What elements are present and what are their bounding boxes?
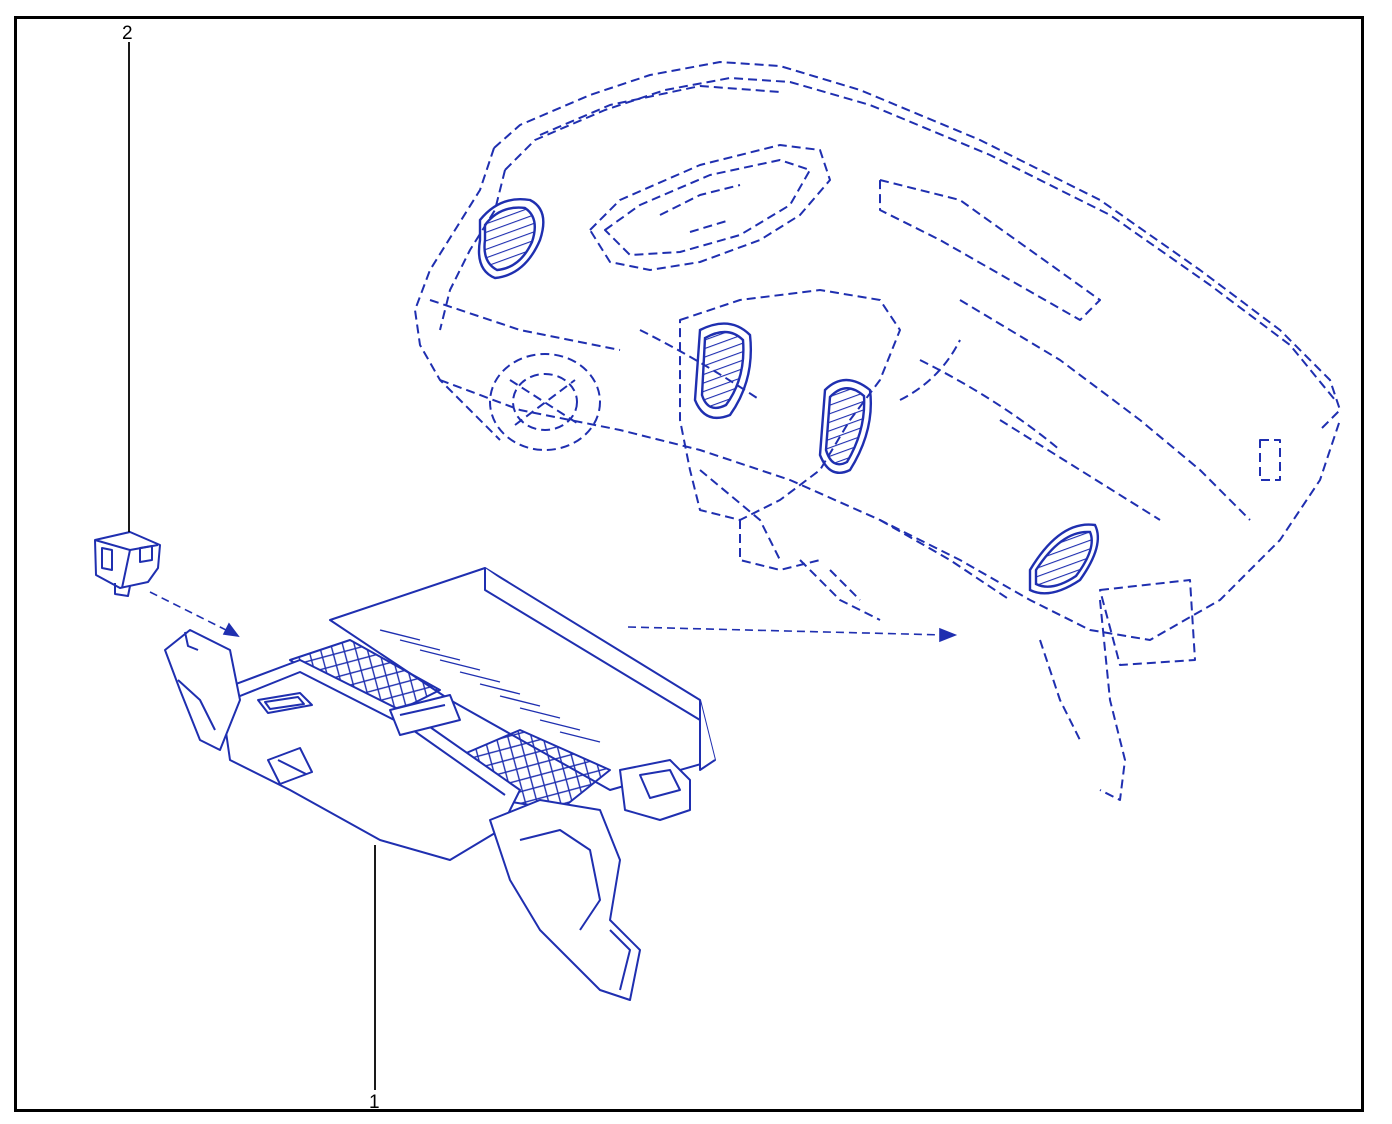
arrow-box-to-dashboard — [627, 626, 946, 636]
dashboard-air-vents — [477, 198, 1100, 595]
assembly-arrows — [149, 591, 958, 643]
glove-box-ribs — [379, 629, 601, 743]
part-2-module — [94, 531, 161, 597]
callout-number-2: 2 — [122, 23, 133, 44]
diagram-frame — [14, 16, 1364, 1112]
dashboard-phantom — [414, 61, 1341, 801]
arrowhead-1 — [222, 622, 240, 638]
part-1-glove-box — [164, 567, 716, 1001]
leader-lines — [128, 42, 376, 1090]
callout-number-1: 1 — [369, 1092, 380, 1113]
arrowhead-2 — [939, 627, 958, 643]
arrow-part2-to-box — [149, 591, 231, 633]
